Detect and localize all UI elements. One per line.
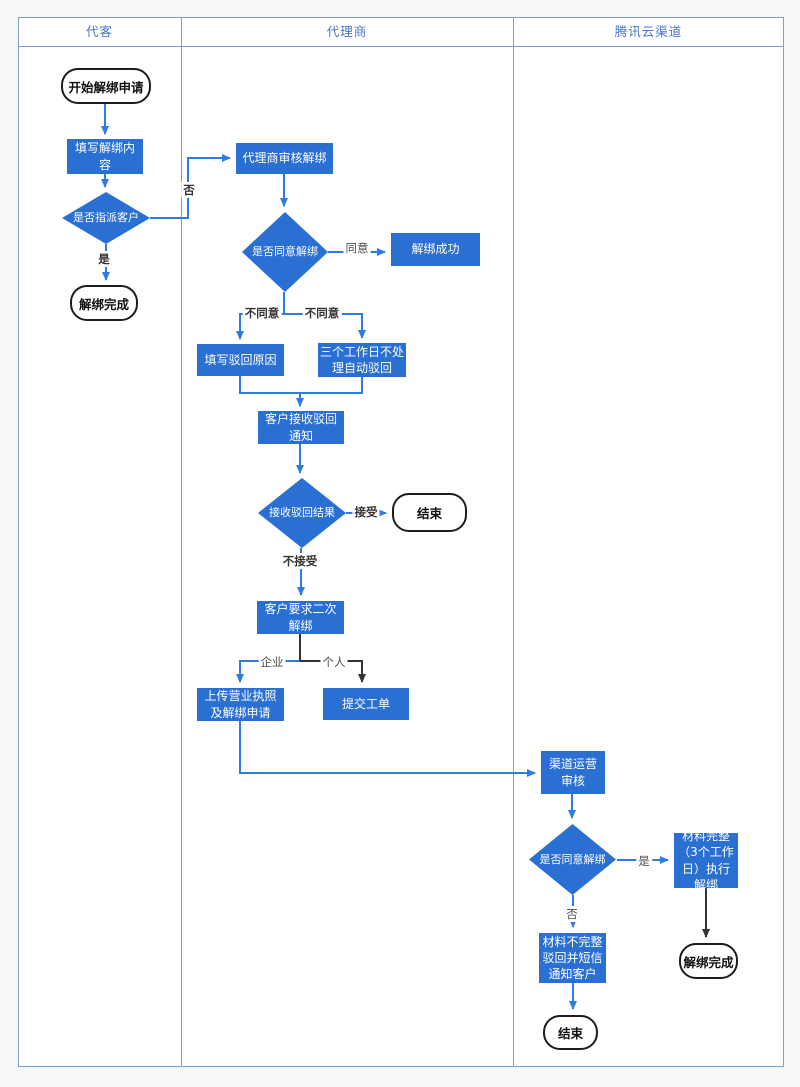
- edge-label-enterprise: 企业: [258, 654, 286, 670]
- fill-unbind-content-step: 填写解绑内 容: [67, 139, 143, 174]
- fill-reject-reason-step: 填写驳回原因: [197, 344, 284, 376]
- start-terminator: 开始解绑申请: [61, 68, 151, 104]
- material-complete-step: 材料完整 （3个工作 日）执行 解绑: [674, 829, 738, 892]
- auto-reject-step: 三个工作日不处 理自动驳回: [318, 343, 406, 377]
- edge-label-no-right: 否: [564, 906, 580, 922]
- channel-ops-review-step: 渠道运营 审核: [541, 751, 605, 794]
- edge-label-agree: 同意: [343, 240, 371, 256]
- material-incomplete-step: 材料不完整 驳回并短信 通知客户: [539, 933, 606, 983]
- edge-label-disagree-left: 不同意: [242, 305, 282, 321]
- edge-label-not-accept: 不接受: [280, 553, 320, 569]
- lane-title-customer: 代客: [85, 24, 113, 39]
- lane-title-tencent-channel: 腾讯云渠道: [614, 24, 683, 39]
- lane-divider-2: [513, 17, 514, 1067]
- submit-ticket-step: 提交工单: [323, 688, 409, 720]
- edge-label-yes-right: 是: [636, 853, 652, 869]
- lane-title-agent: 代理商: [326, 24, 368, 39]
- unbind-complete-right-terminator: 解绑完成: [679, 943, 738, 979]
- edge-label-no-left: 否: [181, 182, 197, 198]
- edge-label-personal: 个人: [320, 654, 348, 670]
- second-unbind-request-step: 客户要求二次 解绑: [257, 601, 344, 634]
- edge-label-disagree-right: 不同意: [302, 305, 342, 321]
- lane-header-separator: [18, 46, 784, 47]
- unbind-complete-left-terminator: 解绑完成: [70, 285, 138, 321]
- end-middle-terminator: 结束: [392, 493, 467, 532]
- edge-label-yes-left: 是: [96, 251, 112, 267]
- swimlane-frame: [18, 17, 784, 1067]
- unbind-success-step: 解绑成功: [391, 233, 480, 266]
- end-right-terminator: 结束: [543, 1015, 598, 1050]
- upload-license-step: 上传营业执照 及解绑申请: [197, 688, 284, 721]
- lane-divider-1: [181, 17, 182, 1067]
- receive-reject-notice-step: 客户接收驳回 通知: [258, 411, 344, 444]
- edge-label-accept: 接受: [352, 504, 380, 520]
- agent-review-step: 代理商审核解绑: [236, 143, 333, 174]
